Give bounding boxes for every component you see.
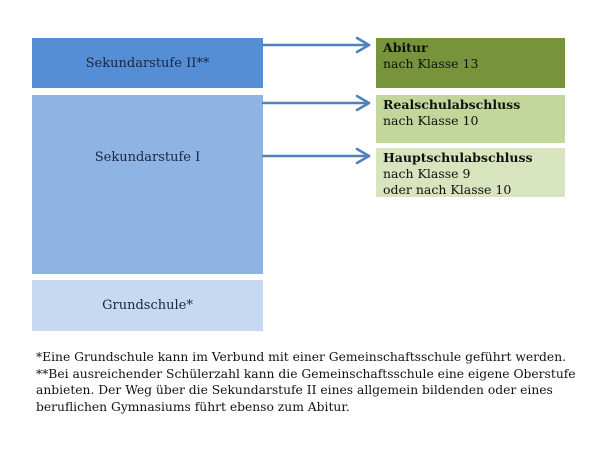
- footnote-line-1: *Eine Grundschule kann im Verbund mit ei…: [36, 350, 567, 364]
- arrow-sek1-to-realschule-icon: [261, 94, 371, 112]
- hauptschulabschluss-title: Hauptschulabschluss: [383, 150, 533, 165]
- realschulabschluss-box: Realschulabschluss nach Klasse 10: [376, 95, 565, 143]
- footnotes: *Eine Grundschule kann im Verbund mit ei…: [36, 349, 596, 415]
- abitur-title: Abitur: [383, 40, 428, 55]
- arrow-sek2-to-abitur-icon: [261, 36, 371, 54]
- hauptschulabschluss-detail-1: nach Klasse 9: [383, 166, 471, 181]
- realschulabschluss-title: Realschulabschluss: [383, 97, 521, 112]
- realschulabschluss-detail: nach Klasse 10: [383, 113, 479, 128]
- footnote-line-3: anbieten. Der Weg über die Sekundarstufe…: [36, 383, 553, 397]
- hauptschulabschluss-box: Hauptschulabschluss nach Klasse 9 oder n…: [376, 148, 565, 197]
- sekundarstufe-2-box: Sekundarstufe II**: [32, 38, 263, 88]
- abitur-box: Abitur nach Klasse 13: [376, 38, 565, 88]
- grundschule-box: Grundschule*: [32, 280, 263, 331]
- hauptschulabschluss-detail-2: oder nach Klasse 10: [383, 182, 512, 197]
- sekundarstufe-1-box: Sekundarstufe I: [32, 95, 263, 274]
- abitur-detail: nach Klasse 13: [383, 56, 479, 71]
- footnote-line-2: **Bei ausreichender Schülerzahl kann die…: [36, 366, 576, 381]
- sekundarstufe-1-label: Sekundarstufe I: [94, 150, 201, 165]
- arrow-sek1-to-hauptschule-icon: [261, 147, 371, 165]
- grundschule-label: Grundschule*: [102, 298, 193, 313]
- sekundarstufe-2-label: Sekundarstufe II**: [85, 55, 210, 71]
- footnote-line-4: beruflichen Gymnasiums führt ebenso zum …: [36, 399, 350, 414]
